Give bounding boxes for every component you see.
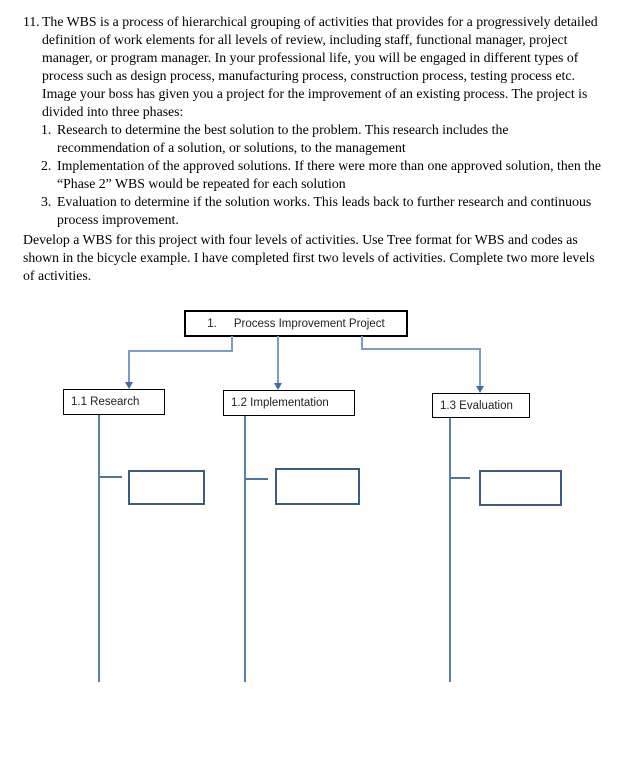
connector-left-horizontal	[128, 350, 233, 352]
drop-line-implementation	[244, 416, 246, 682]
empty-answer-box-implementation	[275, 468, 360, 505]
phase-text: Research to determine the best solution …	[57, 122, 509, 155]
phase-item-3: 3. Evaluation to determine if the soluti…	[41, 193, 602, 229]
wbs-root-number: 1.	[207, 317, 217, 330]
phase-number: 3.	[41, 194, 52, 209]
phase-text: Evaluation to determine if the solution …	[57, 194, 592, 227]
phase-number: 1.	[41, 122, 52, 137]
document-text: 11. The WBS is a process of hierarchical…	[23, 13, 602, 285]
wbs-box-evaluation: 1.3 Evaluation	[432, 393, 530, 418]
connector-right-horizontal	[361, 348, 481, 350]
empty-answer-box-evaluation	[479, 470, 562, 506]
wbs-root-label: Process Improvement Project	[233, 317, 385, 330]
branch-tick-implementation	[245, 478, 268, 480]
phase-number: 2.	[41, 158, 52, 173]
branch-tick-evaluation	[450, 477, 470, 479]
connector-middle-vertical	[277, 336, 279, 383]
empty-answer-box-research	[128, 470, 205, 505]
connector-left-vertical	[231, 336, 233, 352]
question-item: 11. The WBS is a process of hierarchical…	[23, 13, 602, 121]
branch-tick-research	[99, 476, 122, 478]
phase-item-1: 1. Research to determine the best soluti…	[41, 121, 602, 157]
connector-right-vertical	[361, 336, 363, 350]
wbs-root-box: 1. Process Improvement Project	[184, 310, 408, 337]
task-paragraph: Develop a WBS for this project with four…	[23, 232, 595, 283]
connector-left-drop	[128, 350, 130, 382]
phase-item-2: 2. Implementation of the approved soluti…	[41, 157, 602, 193]
drop-line-evaluation	[449, 418, 451, 682]
phase-list: 1. Research to determine the best soluti…	[41, 121, 602, 229]
question-number: 11.	[23, 14, 40, 29]
wbs-box-implementation: 1.2 Implementation	[223, 390, 355, 416]
arrowhead-down-icon	[273, 383, 282, 390]
question-intro-text: The WBS is a process of hierarchical gro…	[42, 14, 598, 119]
arrowhead-down-icon	[475, 386, 484, 393]
connector-right-drop	[479, 348, 481, 386]
wbs-box-research: 1.1 Research	[63, 389, 165, 415]
phase-text: Implementation of the approved solutions…	[57, 158, 602, 191]
arrowhead-down-icon	[124, 382, 133, 389]
drop-line-research	[98, 415, 100, 682]
